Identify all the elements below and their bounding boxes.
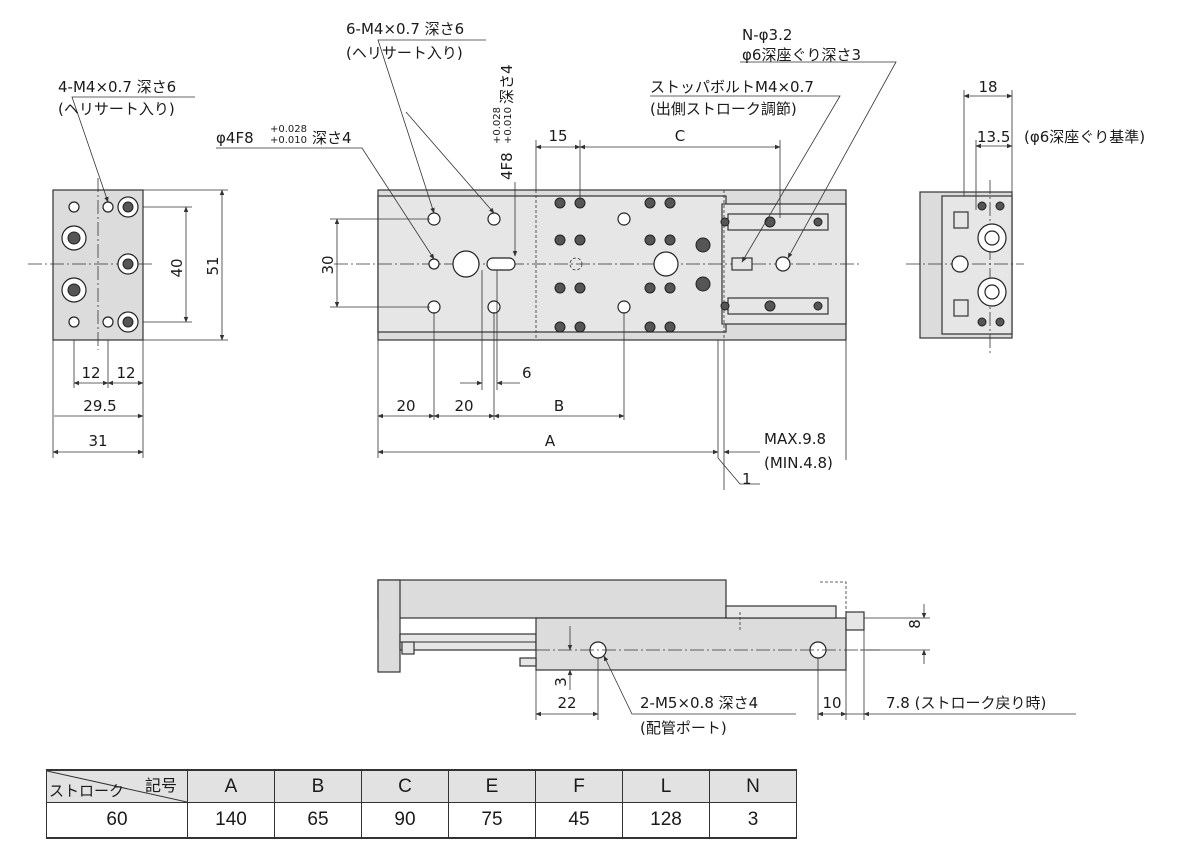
top-view: 6-M4×0.7 深さ6 (ヘリサート入り) φ4F8 +0.028 +0.01…	[216, 20, 897, 490]
cell-stroke: 60	[46, 802, 188, 839]
dim-15: 15	[548, 127, 567, 145]
port-callout-line2: (配管ポート)	[640, 719, 727, 737]
end-plate-side	[377, 579, 401, 673]
col-header-E: E	[448, 769, 536, 803]
col-header-C: C	[361, 769, 449, 803]
dim-22: 22	[557, 694, 576, 712]
cell-A: 140	[187, 802, 275, 839]
stopper-bolt-icon	[731, 257, 753, 271]
dim-13-5: 13.5	[977, 128, 1010, 146]
dim-max: MAX.9.8	[764, 430, 826, 448]
top-callout-line1: 6-M4×0.7 深さ6	[346, 20, 464, 38]
dim-18: 18	[978, 78, 997, 96]
tap-hole-icon	[102, 201, 114, 213]
corner-stroke-label: ストローク	[49, 783, 125, 800]
corner-symbol-label: 記号	[144, 778, 177, 795]
pin-callout-tol-dn: +0.010	[270, 135, 307, 146]
dim-A: A	[545, 432, 556, 450]
dim-20a: 20	[396, 397, 415, 415]
dim-min: (MIN.4.8)	[764, 454, 833, 472]
dim-3: 3	[552, 677, 570, 687]
cell-N: 3	[709, 802, 797, 839]
tap-hole-icon	[68, 201, 80, 213]
spec-table-corner: 記号 ストローク	[46, 769, 188, 803]
side-view: 8 3 22 2-M5×0.8 深さ4 (配管ポート) 10 7.8 (ストロー…	[377, 579, 1076, 737]
cell-C: 90	[361, 802, 449, 839]
right-end-view: 18 13.5 (φ6深座ぐり基準)	[906, 78, 1145, 356]
dim-30: 30	[319, 255, 337, 274]
pin-callout-tol-up: +0.028	[270, 124, 307, 135]
dim-C: C	[675, 127, 685, 145]
spec-table: 記号 ストローク A B C E F L N 60 140 65 90 75 4…	[46, 769, 797, 839]
table-row: 60 140 65 90 75 45 128 3	[46, 802, 797, 839]
cell-B: 65	[274, 802, 362, 839]
dim-51: 51	[204, 256, 222, 275]
dim-8: 8	[906, 619, 924, 629]
stopper-hole-icon	[775, 256, 791, 272]
dim-40: 40	[168, 258, 186, 277]
spec-table-header: 記号 ストローク A B C E F L N	[46, 769, 797, 803]
dim-7-8: 7.8 (ストローク戻り時)	[886, 694, 1046, 712]
dim-31: 31	[88, 432, 107, 450]
col-header-F: F	[535, 769, 623, 803]
dim-10: 10	[822, 694, 841, 712]
cell-F: 45	[535, 802, 623, 839]
col-header-B: B	[274, 769, 362, 803]
cylinder-body-side	[535, 617, 847, 671]
dim-12a: 12	[81, 364, 100, 382]
center-bore-icon	[452, 250, 480, 278]
dim-29-5: 29.5	[83, 397, 116, 415]
pin-callout-depth: 深さ4	[312, 129, 352, 147]
slot-vertical-tol-up: +0.028	[492, 107, 503, 144]
left-callout-line2: (ヘリサート入り)	[58, 100, 175, 118]
col-header-A: A	[187, 769, 275, 803]
port-callout-line1: 2-M5×0.8 深さ4	[640, 694, 758, 712]
slot-icon	[486, 257, 516, 271]
dim-20b: 20	[454, 397, 473, 415]
slot-vertical-label: 4F8	[498, 152, 516, 180]
stopper-hole-icon	[951, 255, 969, 273]
top-callout-line2: (ヘリサート入り)	[346, 44, 463, 62]
n-callout-line2: φ6深座ぐり深さ3	[742, 46, 861, 64]
pin-callout-main: φ4F8	[216, 129, 254, 147]
dim-13-5-note: (φ6深座ぐり基準)	[1024, 128, 1145, 146]
col-header-N: N	[709, 769, 797, 803]
slot-vertical-tol-dn: +0.010	[503, 107, 514, 144]
left-end-view: 4-M4×0.7 深さ6 (ヘリサート入り) 40 51 12 12 29.5 …	[28, 78, 228, 458]
cell-E: 75	[448, 802, 536, 839]
left-callout-line1: 4-M4×0.7 深さ6	[58, 78, 176, 96]
n-callout-line1: N-φ3.2	[742, 26, 792, 44]
dim-6: 6	[522, 364, 532, 382]
dim-12b: 12	[116, 364, 135, 382]
slot-vertical-depth: 深さ4	[498, 64, 516, 104]
table-hole-grid	[554, 197, 711, 333]
table-side	[377, 579, 727, 619]
dim-B: B	[554, 397, 564, 415]
stopper-callout-line2: (出側ストローク調節)	[650, 100, 797, 118]
col-header-L: L	[622, 769, 710, 803]
cell-L: 128	[622, 802, 710, 839]
dim-1: 1	[742, 470, 752, 488]
stopper-callout-line1: ストッパボルトM4×0.7	[650, 78, 814, 96]
